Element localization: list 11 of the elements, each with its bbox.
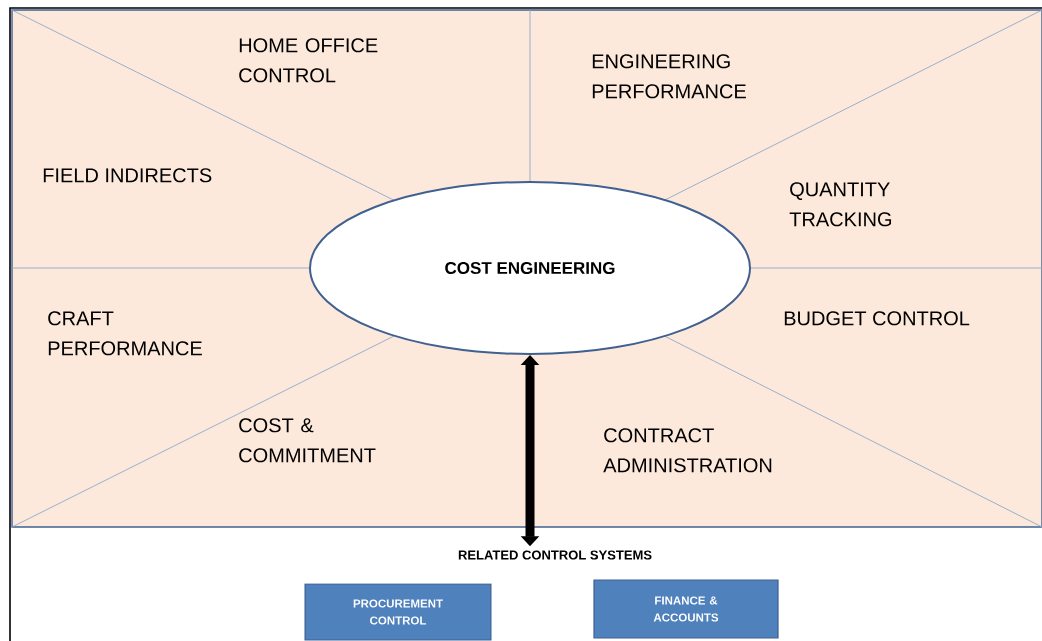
sector-label: CONTRACT ADMINISTRATION <box>603 428 772 473</box>
section-heading: RELATED CONTROL SYSTEMS <box>458 550 652 560</box>
system-box: PROCUREMENT CONTROL <box>304 583 492 641</box>
sector-label: COST & COMMITMENT <box>239 418 376 463</box>
sector-label: ENGINEERING PERFORMANCE <box>592 54 746 99</box>
sector-label: BUDGET CONTROL <box>784 311 970 326</box>
sector-label: QUANTITY TRACKING <box>789 182 892 227</box>
system-box: FINANCE & ACCOUNTS <box>593 579 779 639</box>
sector-label: CRAFT PERFORMANCE <box>48 311 202 356</box>
sector-label: FIELD INDIRECTS <box>43 168 212 183</box>
sector-label: HOME OFFICE CONTROL <box>239 38 378 83</box>
